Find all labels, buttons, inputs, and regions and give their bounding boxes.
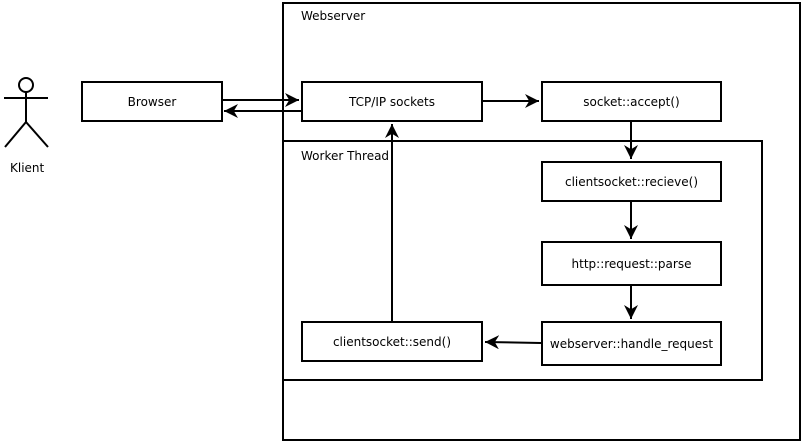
clientsocket-send-node: clientsocket::send(): [301, 321, 483, 362]
actor-label: Klient: [10, 161, 45, 175]
worker-thread-label: Worker Thread: [301, 149, 390, 163]
http-request-parse-node: http::request::parse: [541, 241, 722, 286]
webserver-handle-request-node: webserver::handle_request: [541, 321, 722, 366]
worker-thread-container: [282, 140, 763, 381]
webserver-label: Webserver: [301, 9, 366, 23]
actor-icon: [4, 77, 49, 148]
tcp-ip-sockets-node: TCP/IP sockets: [301, 81, 483, 122]
browser-node: Browser: [81, 81, 223, 122]
socket-accept-node: socket::accept(): [541, 81, 722, 122]
clientsocket-recieve-node: clientsocket::recieve(): [541, 161, 722, 202]
